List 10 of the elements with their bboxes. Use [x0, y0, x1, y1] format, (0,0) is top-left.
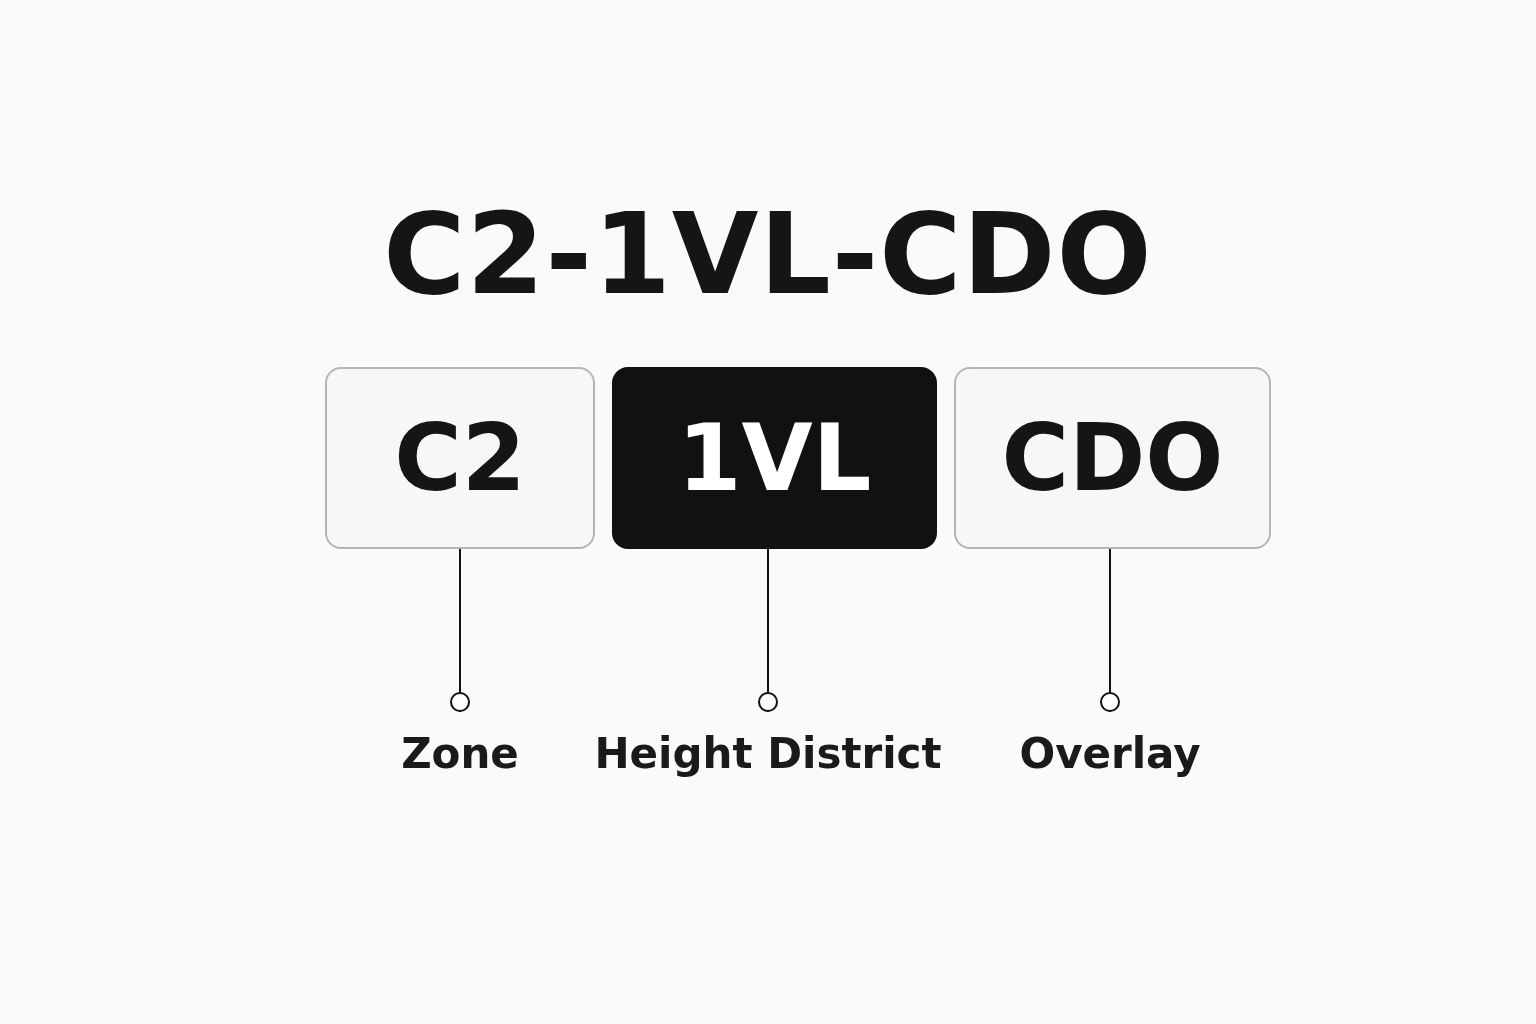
leader-line: [1100, 548, 1120, 713]
leader-line: [758, 548, 778, 713]
zoning-code-title: C2-1VL-CDO: [382, 190, 1154, 319]
code-segment-box: CDO: [954, 367, 1271, 549]
code-segment-box: C2: [325, 367, 595, 549]
segment-label: Overlay: [1010, 712, 1210, 778]
segment-label: Zone: [380, 712, 540, 778]
code-segment-box: 1VL: [612, 367, 937, 549]
segment-label: Height District: [588, 712, 948, 778]
leader-line: [450, 548, 470, 713]
